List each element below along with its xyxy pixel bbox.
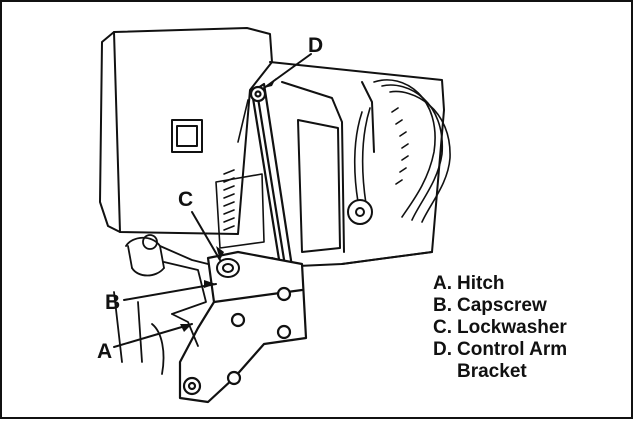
callout-label-a: A (97, 340, 113, 363)
legend-text: Control Arm Bracket (457, 339, 568, 382)
parts-legend: A. Hitch B. Capscrew C. Lockwasher D. Co… (433, 273, 628, 383)
legend-item-capscrew: B. Capscrew (433, 295, 628, 317)
knob (347, 199, 373, 225)
legend-key: C. (433, 317, 452, 338)
legend-text: Lockwasher (457, 317, 567, 338)
callout-label-c: C (178, 188, 194, 211)
callout-label-b: B (105, 291, 121, 314)
legend-item-lockwasher: C. Lockwasher (433, 317, 628, 339)
engine-shroud (99, 27, 273, 235)
legend-key: A. (433, 273, 452, 294)
hose-coils (353, 79, 451, 223)
legend-item-hitch: A. Hitch (433, 273, 628, 295)
legend-key: D. (433, 339, 452, 360)
callout-label-d: D (308, 34, 324, 57)
legend-key: B. (433, 295, 452, 316)
hitch-plate (178, 250, 308, 404)
legend-item-control-arm-bracket: D. Control Arm Bracket (433, 339, 628, 383)
capscrew (216, 258, 240, 278)
legend-text: Hitch (457, 273, 505, 294)
legend-text: Capscrew (457, 295, 547, 316)
